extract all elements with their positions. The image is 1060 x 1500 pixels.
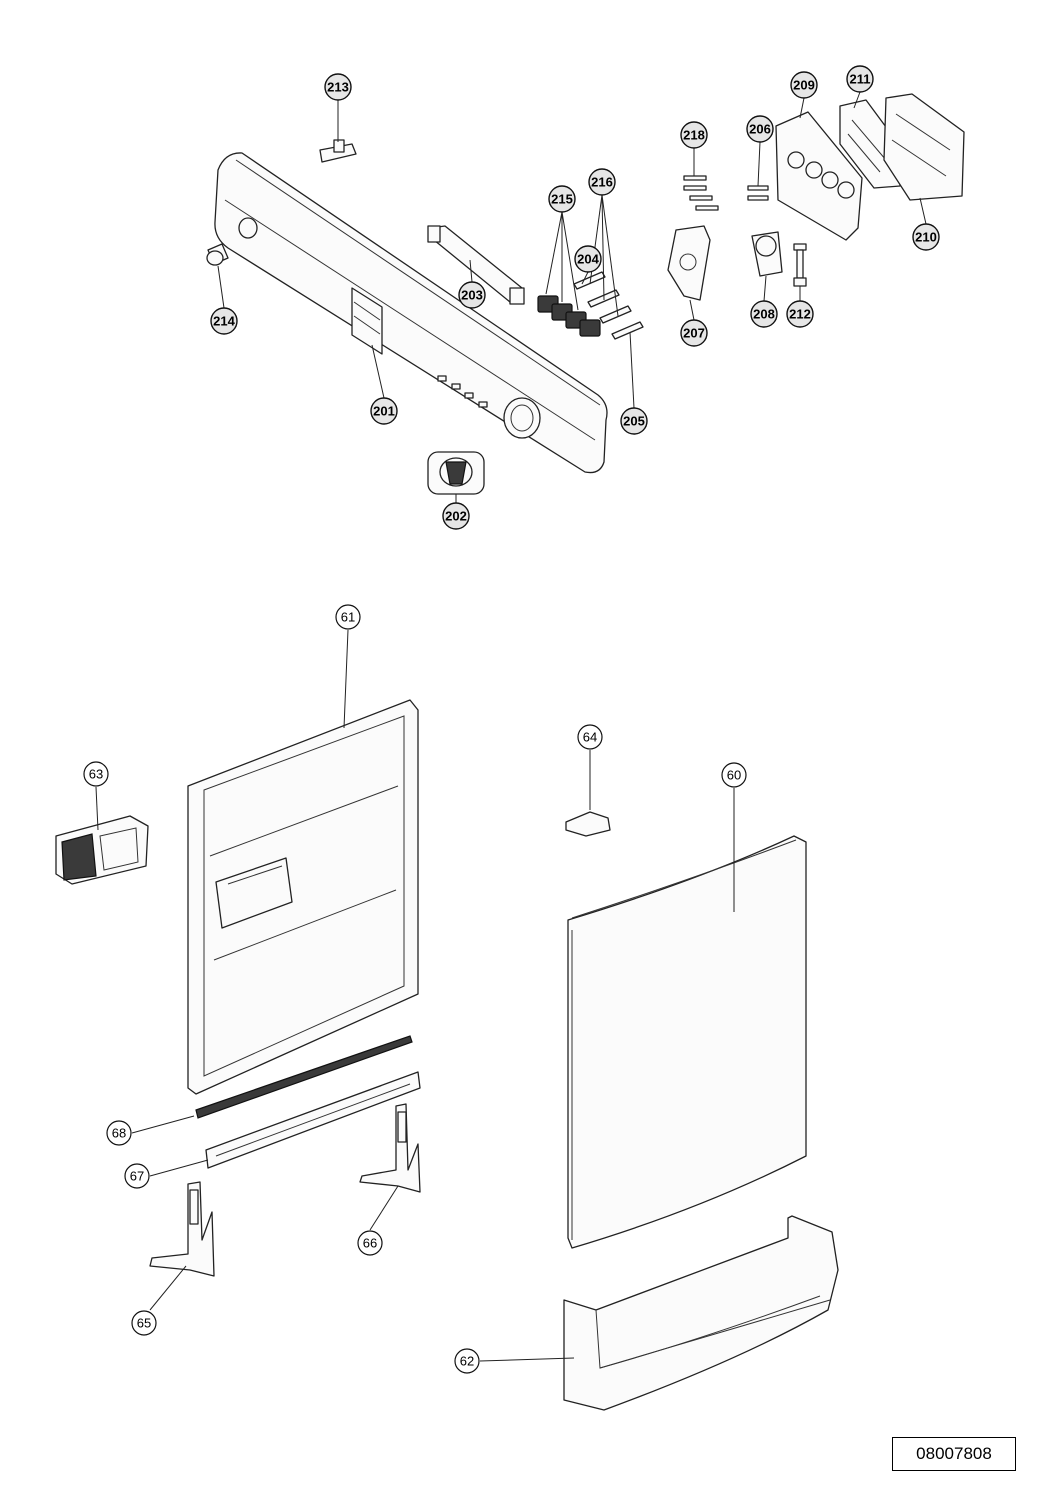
housing-210 <box>883 93 965 201</box>
svg-text:63: 63 <box>89 767 103 782</box>
part-64 <box>565 811 611 837</box>
svg-text:205: 205 <box>623 414 645 429</box>
board-211 <box>839 99 901 189</box>
callout-206: 206 <box>746 115 774 143</box>
svg-text:215: 215 <box>551 192 573 207</box>
control-board-209 <box>775 111 863 241</box>
part-213 <box>319 139 357 163</box>
callout-65: 65 <box>131 1310 157 1336</box>
callout-203: 203 <box>458 281 486 309</box>
callout-61: 61 <box>335 604 361 630</box>
callout-67: 67 <box>124 1163 150 1189</box>
svg-text:202: 202 <box>445 509 467 524</box>
svg-text:66: 66 <box>363 1236 377 1251</box>
callout-63: 63 <box>83 761 109 787</box>
hinge-66 <box>359 1103 421 1193</box>
callout-214: 214 <box>210 307 238 335</box>
knob-202 <box>427 451 485 495</box>
svg-text:61: 61 <box>341 610 355 625</box>
plate-67 <box>205 1071 421 1169</box>
callout-66: 66 <box>357 1230 383 1256</box>
strip-68 <box>195 1035 413 1119</box>
callout-64: 64 <box>577 724 603 750</box>
callout-201: 201 <box>370 397 398 425</box>
svg-text:62: 62 <box>460 1354 474 1369</box>
kickplate-62 <box>563 1215 839 1411</box>
callout-68: 68 <box>106 1120 132 1146</box>
svg-text:208: 208 <box>753 307 775 322</box>
callout-216: 216 <box>588 168 616 196</box>
svg-text:206: 206 <box>749 122 771 137</box>
buttons-215 <box>537 295 601 337</box>
inner-door-61 <box>187 699 419 1095</box>
svg-text:209: 209 <box>793 78 815 93</box>
document-number-box: 08007808 <box>892 1437 1016 1471</box>
part-212 <box>793 243 807 287</box>
callout-205: 205 <box>620 407 648 435</box>
part-207 <box>667 225 711 301</box>
leader-lines-top <box>217 91 927 503</box>
callout-204: 204 <box>574 245 602 273</box>
svg-text:211: 211 <box>850 72 871 87</box>
callout-213: 213 <box>324 73 352 101</box>
svg-text:214: 214 <box>213 314 235 329</box>
callout-62: 62 <box>454 1348 480 1374</box>
leader-lines-bottom <box>95 629 735 1362</box>
control-panel-201 <box>214 152 608 474</box>
callout-202: 202 <box>442 502 470 530</box>
callout-218: 218 <box>680 121 708 149</box>
callout-60: 60 <box>721 762 747 788</box>
svg-text:216: 216 <box>591 175 613 190</box>
callout-207: 207 <box>680 319 708 347</box>
hinge-65 <box>149 1181 215 1277</box>
svg-text:201: 201 <box>373 404 395 419</box>
outer-door-60 <box>567 835 807 1249</box>
svg-text:60: 60 <box>727 768 741 783</box>
callout-210: 210 <box>912 223 940 251</box>
svg-text:64: 64 <box>583 730 597 745</box>
callout-215: 215 <box>548 185 576 213</box>
knob-214 <box>206 243 229 266</box>
svg-text:67: 67 <box>130 1169 144 1184</box>
svg-text:68: 68 <box>112 1126 126 1141</box>
svg-text:65: 65 <box>137 1316 151 1331</box>
selector-208 <box>751 231 783 277</box>
callout-212: 212 <box>786 300 814 328</box>
svg-text:213: 213 <box>327 80 349 95</box>
svg-text:218: 218 <box>683 128 705 143</box>
callout-211: 211 <box>846 65 874 93</box>
pins-206 <box>747 185 769 201</box>
callout-209: 209 <box>790 71 818 99</box>
svg-text:203: 203 <box>461 288 483 303</box>
lock-63 <box>55 815 149 885</box>
callout-208: 208 <box>750 300 778 328</box>
svg-text:210: 210 <box>915 230 937 245</box>
pins-218 <box>683 175 719 211</box>
svg-text:212: 212 <box>789 307 811 322</box>
svg-text:204: 204 <box>577 252 599 267</box>
document-number: 08007808 <box>916 1444 992 1463</box>
svg-text:207: 207 <box>683 326 705 341</box>
part-203 <box>427 225 525 305</box>
